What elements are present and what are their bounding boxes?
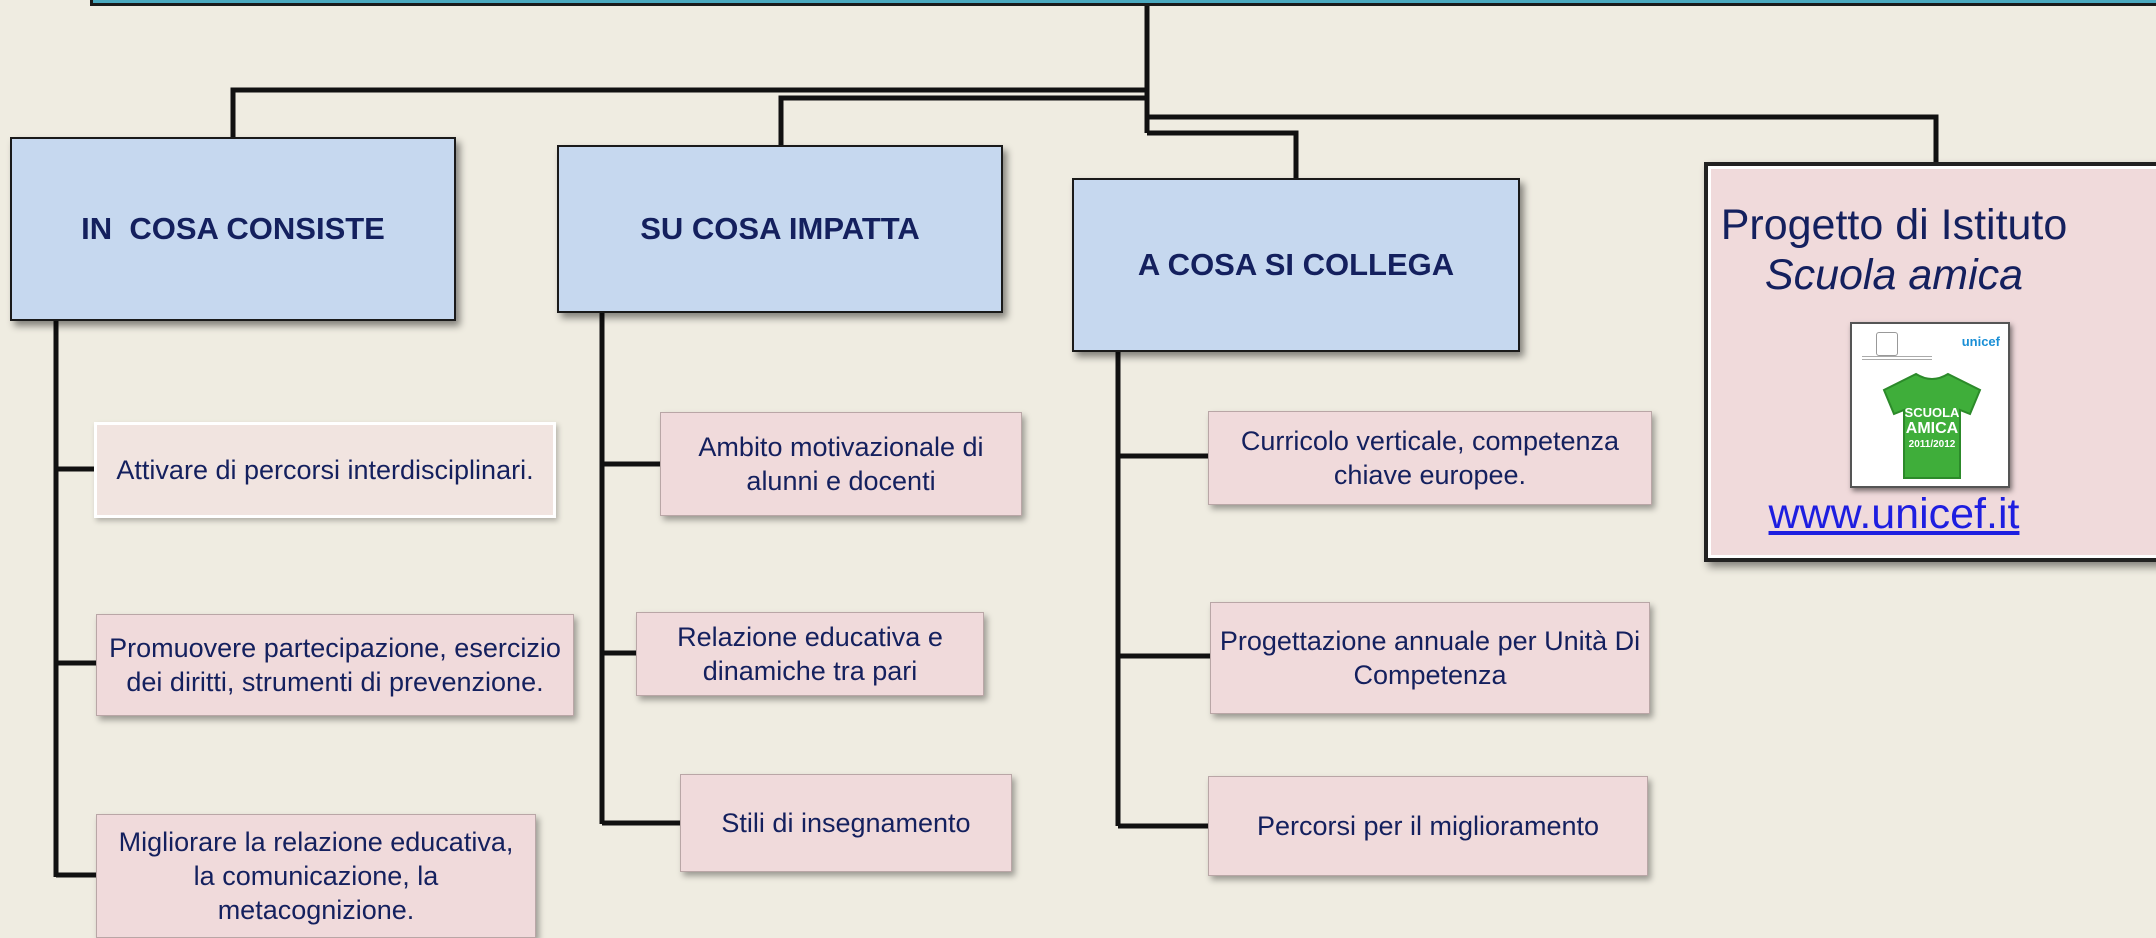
scuola-amica-logo: unicef SCUOLA AMICA 2011/2012 bbox=[1850, 322, 2010, 488]
consiste-item: Migliorare la relazione educativa, la co… bbox=[96, 814, 536, 938]
ministry-caption bbox=[1862, 356, 1932, 360]
crest-icon bbox=[1876, 332, 1898, 356]
impatta-item: Relazione educativa e dinamiche tra pari bbox=[636, 612, 984, 696]
tshirt-line1: SCUOLA bbox=[1904, 405, 1960, 420]
project-title-text: Progetto di Istituto bbox=[1720, 201, 2068, 249]
tshirt-shape bbox=[1882, 372, 1982, 479]
collega-item: Progettazione annuale per Unità Di Compe… bbox=[1210, 602, 1650, 714]
unicef-link[interactable]: www.unicef.it bbox=[1768, 490, 2020, 538]
project-panel: Progetto di Istituto Scuola amica unicef… bbox=[1704, 162, 2156, 562]
tshirt-icon: SCUOLA AMICA 2011/2012 bbox=[1880, 370, 1984, 482]
header-in-cosa-consiste: IN COSA CONSISTE bbox=[10, 137, 456, 321]
header-su-cosa-impatta: SU COSA IMPATTA bbox=[557, 145, 1003, 313]
impatta-item: Ambito motivazionale di alunni e docenti bbox=[660, 412, 1022, 516]
tshirt-line2: AMICA bbox=[1905, 420, 1959, 437]
header-a-cosa-si-collega: A COSA SI COLLEGA bbox=[1072, 178, 1520, 352]
top-bar bbox=[90, 0, 2156, 6]
tshirt-year: 2011/2012 bbox=[1908, 439, 1956, 450]
project-title: Progetto di Istituto Scuola amica bbox=[1708, 200, 2080, 300]
impatta-item: Stili di insegnamento bbox=[680, 774, 1012, 872]
project-subtitle: Scuola amica bbox=[1764, 251, 2024, 299]
consiste-item: Attivare di percorsi interdisciplinari. bbox=[94, 422, 556, 518]
collega-item: Curricolo verticale, competenza chiave e… bbox=[1208, 411, 1652, 505]
consiste-item: Promuovere partecipazione, esercizio dei… bbox=[96, 614, 574, 716]
collega-item: Percorsi per il miglioramento bbox=[1208, 776, 1648, 876]
tshirt-text: SCUOLA AMICA 2011/2012 bbox=[1880, 406, 1984, 452]
unicef-logo-text: unicef bbox=[1961, 334, 2000, 349]
